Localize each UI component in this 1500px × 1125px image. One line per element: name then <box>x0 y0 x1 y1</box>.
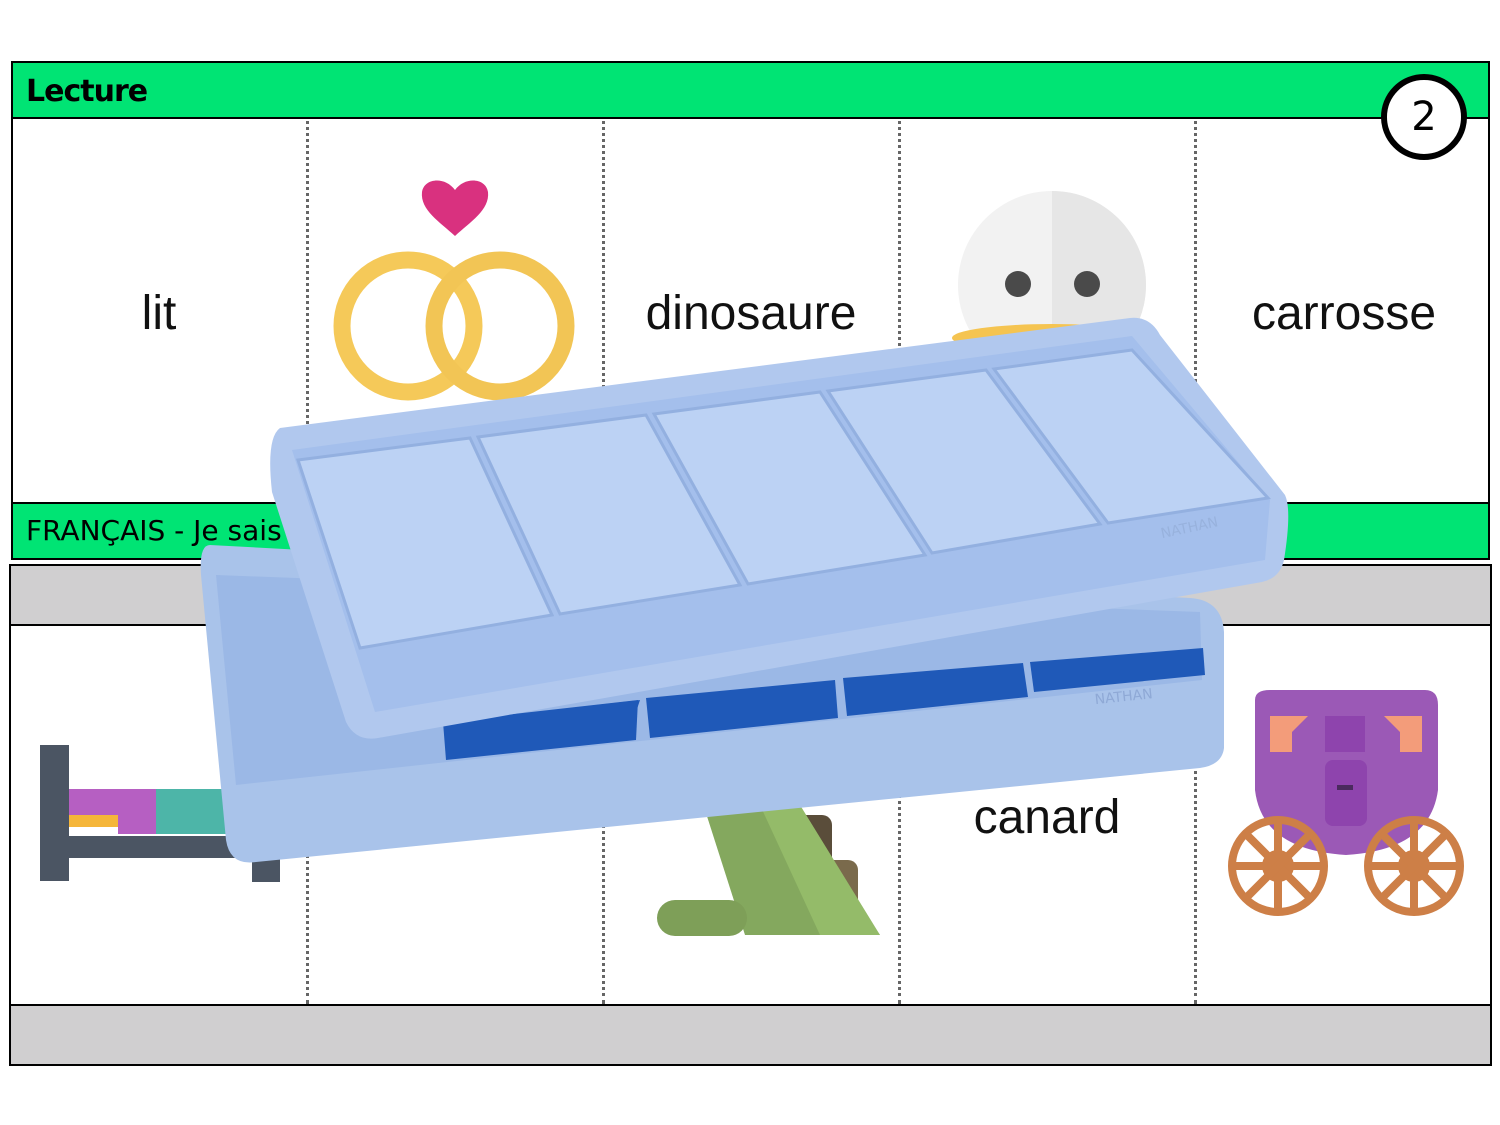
dinosaur-icon <box>657 800 880 936</box>
card2-word-row <box>9 624 1492 1006</box>
card2-footer-band <box>9 1004 1492 1066</box>
top-tray: NATHAN <box>270 317 1289 739</box>
page-number-badge: 2 <box>1381 74 1467 160</box>
footer-subject-text: FRANÇAIS - Je sais <box>26 514 282 547</box>
cell-divider <box>602 121 605 502</box>
cell-divider <box>306 121 309 502</box>
cell-divider <box>1194 121 1197 502</box>
carriage-icon <box>1228 690 1464 916</box>
header-title: Lecture <box>26 74 148 109</box>
cell-divider <box>898 121 901 502</box>
brand-mark-bottom: NATHAN <box>1094 686 1153 708</box>
top-tray-compartments <box>296 348 1272 650</box>
card1-word-row <box>11 119 1490 502</box>
cell-divider <box>898 626 901 1004</box>
word-canard: canard <box>973 791 1121 844</box>
wedding-rings-icon <box>333 180 575 401</box>
word-dinosaure: dinosaure <box>645 287 857 340</box>
card1-header <box>11 61 1490 119</box>
bottom-tray-compartments <box>443 648 1205 760</box>
word-lit: lit <box>141 287 177 340</box>
word-carrosse: carrosse <box>1251 287 1437 340</box>
cell-divider <box>1194 626 1197 1004</box>
